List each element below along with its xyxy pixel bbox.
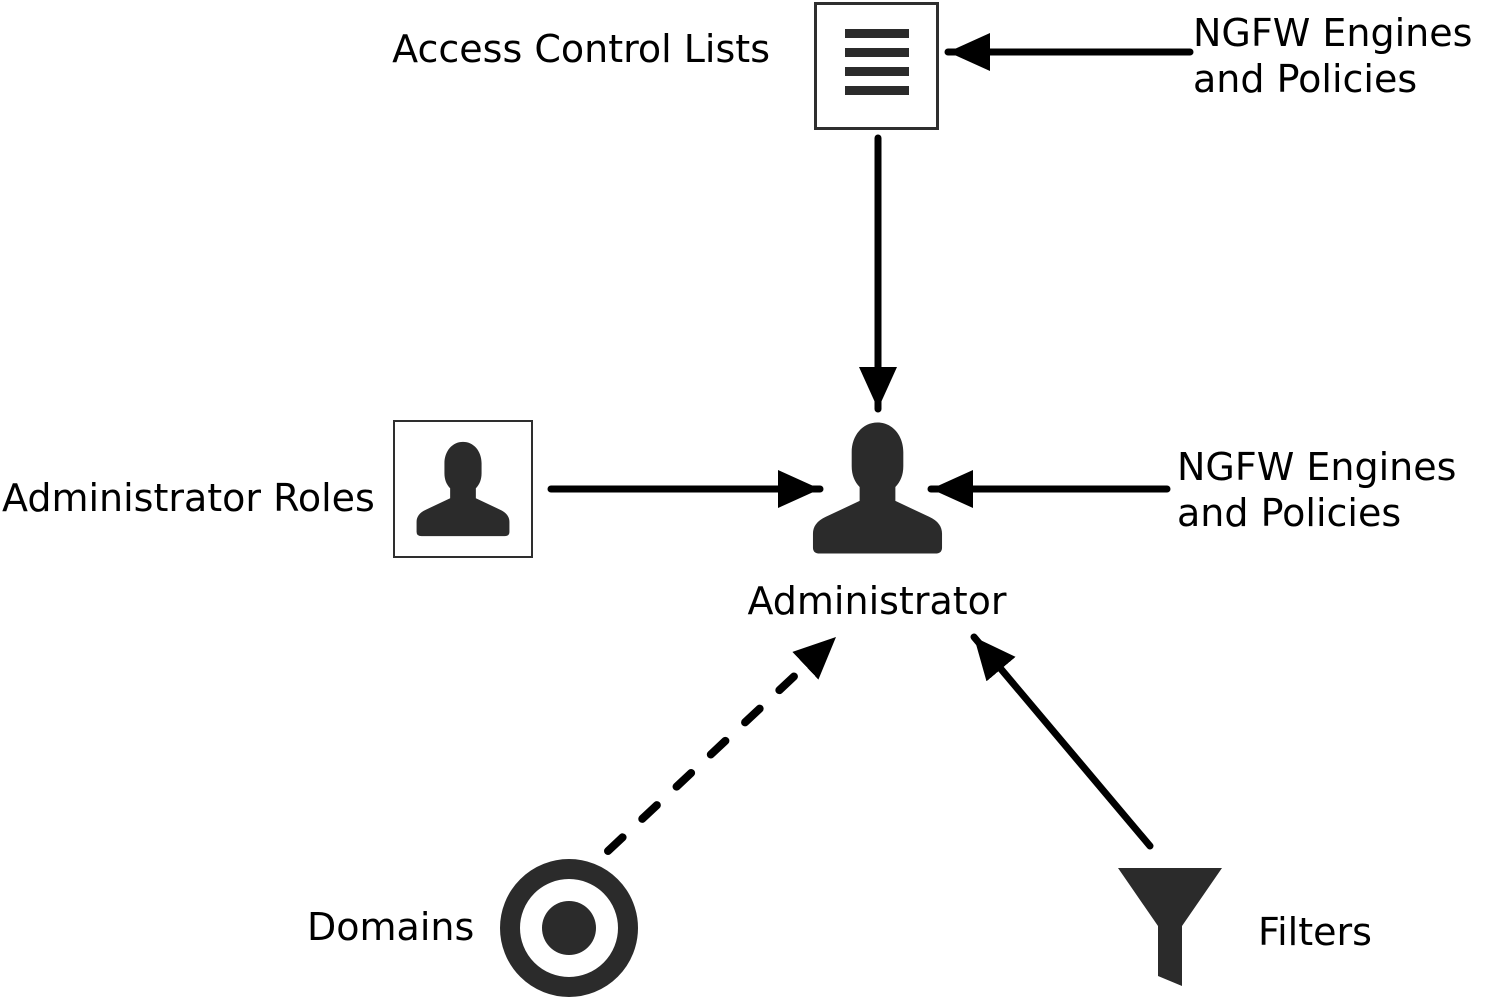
- list-icon: [814, 2, 939, 130]
- ngfw-top-line2: and Policies: [1193, 57, 1418, 101]
- list-icon-bar: [844, 48, 909, 57]
- domains-label: Domains: [307, 905, 475, 949]
- ngfw-right-line1: NGFW Engines: [1177, 445, 1457, 489]
- person-icon: [416, 441, 510, 537]
- person-icon: [812, 422, 943, 554]
- arrow-domains-to-administrator: [604, 633, 840, 855]
- filters-label: Filters: [1258, 910, 1372, 954]
- administrator-label: Administrator: [747, 579, 1007, 623]
- ngfw-top-line1: NGFW Engines: [1193, 11, 1473, 55]
- access-control-lists-label: Access Control Lists: [392, 27, 770, 71]
- funnel-icon: [1118, 868, 1222, 986]
- list-icon-bar: [844, 67, 909, 76]
- ngfw-right-line2: and Policies: [1177, 491, 1402, 535]
- arrow-filters-to-administrator: [970, 633, 1154, 850]
- ngfw-engines-policies-top-label: NGFW Engines and Policies: [1193, 10, 1472, 102]
- administrator-roles-label: Administrator Roles: [2, 476, 375, 520]
- ngfw-engines-policies-right-label: NGFW Engines and Policies: [1177, 444, 1456, 536]
- list-icon-bar: [844, 29, 909, 38]
- list-icon-bar: [844, 86, 909, 95]
- administrator-roles-box: [393, 420, 533, 558]
- target-icon: [500, 859, 638, 997]
